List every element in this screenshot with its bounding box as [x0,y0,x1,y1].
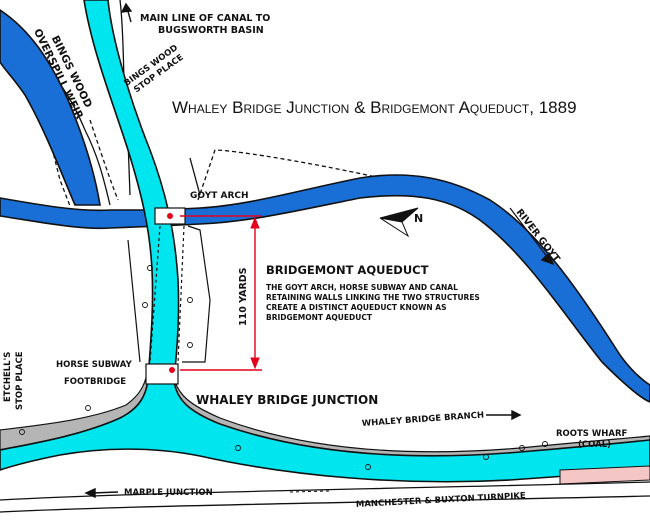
turnpike-road [0,481,650,501]
main-line-label-2: BUGSWORTH BASIN [158,25,264,36]
main-line-label: MAIN LINE OF CANAL TO [140,13,270,24]
footbridge-label: FOOTBRIDGE [64,377,126,387]
bings-wood-stop-label: BINGS WOOD STOP PLACE [123,43,186,95]
roots-wharf [559,465,650,485]
river-goyt-upper [0,9,101,206]
aqueduct-note-line4: BRIDGEMONT AQUEDUCT [266,313,373,322]
svg-text:ETCHELL'S: ETCHELL'S [3,352,13,402]
whaley-branch-label: WHALEY BRIDGE BRANCH [362,410,485,429]
aqueduct-note-line1: THE GOYT ARCH, HORSE SUBWAY AND CANAL [266,283,458,292]
aqueduct-note-line2: RETAINING WALLS LINKING THE TWO STRUCTUR… [266,293,480,302]
arrow-icon [486,409,522,421]
measurement-110-yards [167,213,262,373]
roots-wharf-label: ROOTS WHARF [556,429,627,439]
turnpike-label: MANCHESTER & BUXTON TURNPIKE [356,491,527,510]
marple-junction-label: MARPLE JUNCTION [124,488,213,498]
svg-text:STOP PLACE: STOP PLACE [15,351,25,410]
etchells-stop-label: ETCHELL'S STOP PLACE [3,351,25,410]
map-title: Whaley Bridge Junction & Bridgemont Aque… [172,98,577,117]
north-arrow-icon: N [379,207,423,238]
whaley-junction-label: WHALEY BRIDGE JUNCTION [196,393,378,407]
river-goyt-lower [0,174,650,403]
river-goyt [0,9,650,403]
north-label: N [414,212,423,225]
arrow-icon [509,207,555,266]
horse-subway-label: HORSE SUBWAY [56,360,133,370]
arrow-icon [84,487,119,499]
wharf-and-road [0,465,650,513]
bridgemont-aqueduct-heading: BRIDGEMONT AQUEDUCT [266,263,429,277]
main-line-canal [0,0,650,483]
yards-label: 110 YARDS [238,267,249,326]
vegetation-marks [19,265,548,470]
aqueduct-note-line3: CREATE A DISTINCT AQUEDUCT KNOWN AS [266,303,447,312]
arrow-icon [120,2,133,23]
roots-wharf-label-2: (COAL) [578,440,611,450]
arrow-icons [84,2,555,499]
goyt-arch-label: GOYT ARCH [190,191,249,201]
canal [0,0,650,483]
